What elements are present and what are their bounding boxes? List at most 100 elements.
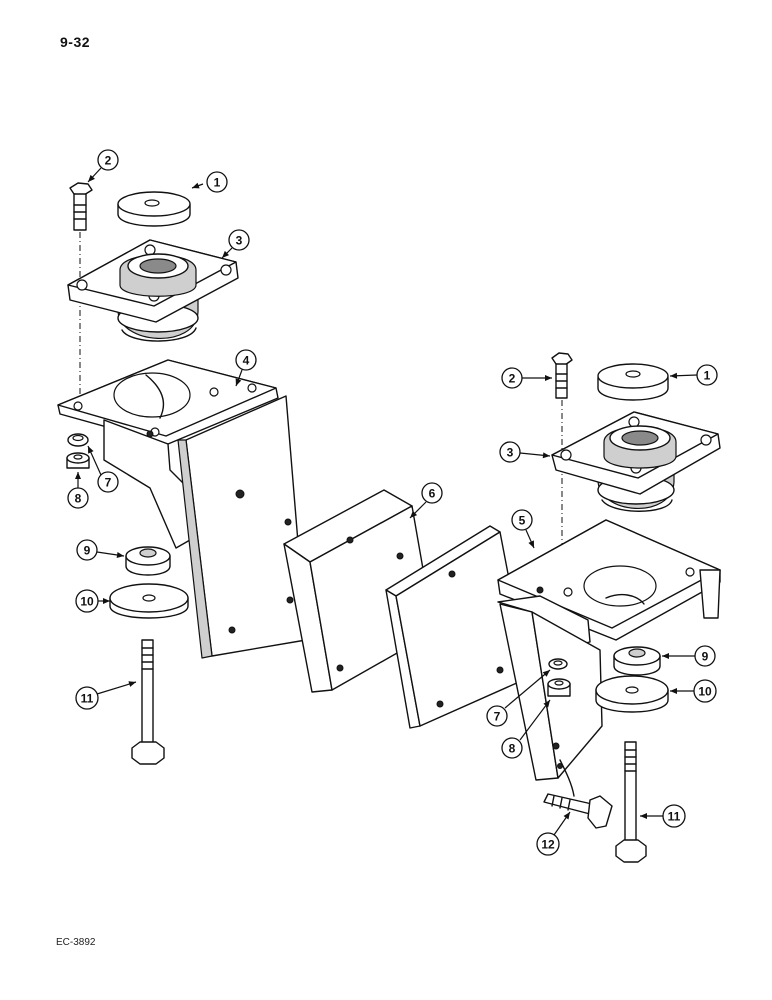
callout-number: 11 [81,692,94,706]
callout-number: 9 [84,544,91,558]
callout-arrowhead [542,452,550,459]
callout-circle [97,471,119,493]
callout-circle [662,804,686,828]
callout-arrowhead [563,812,570,820]
callout-arrowhead [670,372,678,379]
figure-code: EC-3892 [56,937,96,948]
callout-c11-right: 11 [640,804,686,828]
callout-c2-left: 2 [87,149,119,183]
callout-arrowhead [192,182,200,189]
callout-arrowhead [670,688,677,694]
callout-leader-line [504,669,551,709]
callout-c5: 5 [511,509,535,549]
callout-number: 12 [541,838,555,852]
callout-number: 8 [509,742,516,756]
callout-c9-left: 9 [76,539,125,561]
callout-circle [501,737,523,759]
callout-number: 5 [519,514,526,528]
callout-c3-right: 3 [499,441,551,463]
callout-arrowhead [103,598,110,604]
callout-number: 2 [509,372,516,386]
mount-left [67,239,239,342]
callout-circle [421,482,443,504]
callout-circle [693,679,717,703]
spacer-plate-rear [385,525,529,729]
callout-c3-left: 3 [221,229,250,259]
callout-circle [696,364,718,386]
washer-left [67,433,89,447]
callout-number: 4 [243,354,250,368]
callout-number: 3 [236,234,243,248]
large-washer-right [595,675,669,713]
callout-arrowhead [128,681,136,687]
mount-right [551,411,721,512]
callout-number: 7 [105,476,112,490]
callout-c8-left: 8 [67,472,89,509]
callout-c9-right: 9 [662,645,716,667]
callout-c12: 12 [536,811,571,856]
callout-arrowhead [640,813,647,819]
spacer-right [613,646,661,676]
callout-circle [536,832,560,856]
callout-arrowhead [528,540,534,548]
long-bolt-left [131,639,165,765]
callout-arrowhead [662,653,669,659]
callout-arrowhead [542,670,550,677]
callout-circle [486,705,508,727]
callout-number: 1 [214,176,221,190]
callout-c10-left: 10 [75,589,110,613]
callout-number: 3 [507,446,514,460]
bolt-right-top [551,352,573,399]
callout-number: 8 [75,492,82,506]
callout-circle [694,645,716,667]
callout-circle [75,589,99,613]
callout-circle [228,229,250,251]
callout-arrowhead [116,552,124,558]
callout-number: 2 [105,154,112,168]
callout-c2-right: 2 [501,367,552,389]
rubber-cap-right [597,363,669,401]
callout-arrowhead [545,375,552,381]
callout-circle [511,509,533,531]
rubber-cap-left [117,191,191,227]
bracket-left [57,359,307,659]
callout-c1-left: 1 [191,171,228,193]
bolt-12 [543,759,613,829]
washer-right [548,658,568,670]
callout-circle [499,441,521,463]
callout-arrowhead [235,378,242,386]
callout-c7-right: 7 [486,669,551,727]
callout-c6: 6 [409,482,443,519]
large-washer-left [109,583,189,619]
long-bolt-right [615,741,647,863]
callout-c11-left: 11 [75,681,137,710]
callout-arrowhead [222,250,230,258]
spacer-left [125,546,171,576]
callout-number: 10 [80,595,94,609]
callout-circle [76,539,98,561]
callout-c7-left: 7 [87,445,119,493]
callout-circle [75,686,99,710]
callout-number: 10 [698,685,712,699]
callout-number: 11 [668,810,681,824]
callout-arrowhead [88,446,94,454]
callout-arrowhead [75,472,81,479]
callout-arrowhead [410,510,418,518]
callout-number: 1 [704,369,711,383]
nut-right [547,678,571,697]
nut-left [66,452,90,469]
bracket-right [497,519,721,781]
callout-circle [235,349,257,371]
callout-c10-right: 10 [670,679,717,703]
callout-arrowhead [88,174,95,182]
callout-c1-right: 1 [669,364,718,386]
callout-leader-line [519,699,551,741]
callout-circle [501,367,523,389]
callout-circle [67,487,89,509]
callout-number: 6 [429,487,436,501]
bolt-left-top [69,182,93,231]
callout-number: 7 [494,710,501,724]
callout-circle [206,171,228,193]
